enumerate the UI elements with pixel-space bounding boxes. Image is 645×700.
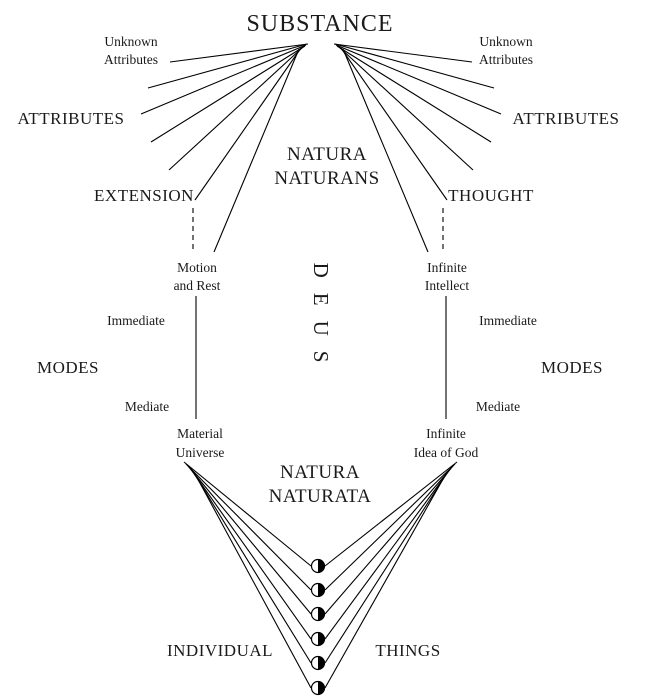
left-immediate-label: Immediate bbox=[107, 313, 165, 328]
individual-thing-node bbox=[310, 582, 326, 598]
infinite-intellect-label-line1: Infinite bbox=[427, 260, 467, 275]
individual-thing-node bbox=[310, 558, 326, 574]
individual-thing-node bbox=[310, 680, 326, 696]
natura-naturans-label-line2: NATURANS bbox=[274, 168, 379, 189]
right-mediate-label: Mediate bbox=[476, 399, 520, 414]
right-immediate-label: Immediate bbox=[479, 313, 537, 328]
left-modes-label: MODES bbox=[37, 358, 99, 377]
right-unknown-attributes-label-line2: Attributes bbox=[479, 52, 533, 67]
individual-thing-nodes bbox=[310, 558, 326, 696]
infinite-idea-of-god-label-line2: Idea of God bbox=[414, 445, 479, 460]
motion-and-rest-label-line2: and Rest bbox=[174, 278, 221, 293]
infinite-intellect-label-line2: Intellect bbox=[425, 278, 469, 293]
things-label: THINGS bbox=[375, 641, 440, 660]
right-attributes-fan-lines bbox=[333, 43, 502, 253]
infinite-idea-of-god-label-line1: Infinite bbox=[426, 426, 466, 441]
left-attributes-fan-lines bbox=[140, 43, 309, 253]
left-unknown-attributes-label-line2: Attributes bbox=[104, 52, 158, 67]
individual-label: INDIVIDUAL bbox=[167, 641, 273, 660]
extension-label: EXTENSION bbox=[94, 186, 194, 205]
left-mediate-label: Mediate bbox=[125, 399, 169, 414]
material-universe-label-line1: Material bbox=[177, 426, 223, 441]
deus-label: DEUS bbox=[309, 263, 333, 378]
right-individual-things-fan-lines bbox=[324, 461, 458, 689]
right-unknown-attributes-label-line1: Unknown bbox=[479, 34, 532, 49]
natura-naturans-label-line1: NATURA bbox=[287, 144, 367, 165]
individual-thing-node bbox=[310, 655, 326, 671]
left-unknown-attributes-label-line1: Unknown bbox=[104, 34, 157, 49]
motion-and-rest-label-line1: Motion bbox=[177, 260, 217, 275]
individual-thing-node bbox=[310, 606, 326, 622]
substance-label: SUBSTANCE bbox=[246, 11, 393, 37]
thought-label: THOUGHT bbox=[448, 186, 534, 205]
right-attributes-label: ATTRIBUTES bbox=[513, 109, 620, 128]
individual-thing-node bbox=[310, 631, 326, 647]
left-attributes-label: ATTRIBUTES bbox=[18, 109, 125, 128]
natura-naturata-label-line2: NATURATA bbox=[269, 486, 372, 507]
left-individual-things-fan-lines bbox=[183, 461, 312, 689]
natura-naturata-label-line1: NATURA bbox=[280, 462, 360, 483]
right-modes-label: MODES bbox=[541, 358, 603, 377]
material-universe-label-line2: Universe bbox=[176, 445, 225, 460]
